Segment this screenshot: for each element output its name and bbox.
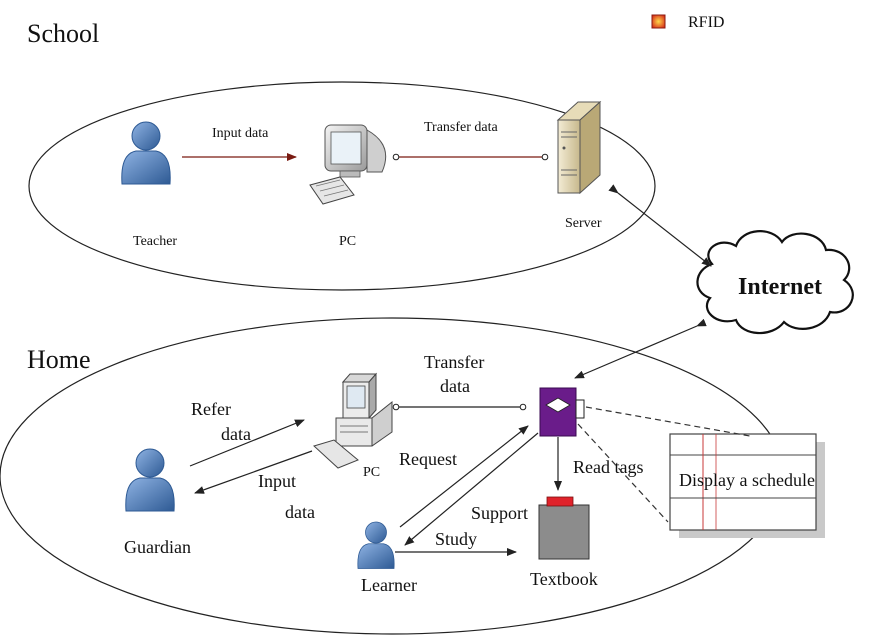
transfer-label-line2: data [440,376,470,396]
textbook-icon [538,496,590,560]
guardian-label: Guardian [124,537,191,557]
home-pc-icon [313,372,393,469]
textbook-label: Textbook [530,569,598,589]
internet-cloud [696,230,854,335]
refer-label-line2: data [221,424,251,444]
guardian-icon [125,448,175,512]
legend: RFID [651,14,724,31]
school-pc-label: PC [339,234,356,249]
rfid-legend-icon [651,14,666,29]
section-title-school: School [27,19,99,48]
transfer-label-line1: Transfer [424,352,484,372]
learner-request-arrow [399,425,529,528]
reader-display-dash-bottom [577,423,669,523]
input-label-line1: Input [258,471,296,491]
teacher-label: Teacher [133,234,177,249]
transfer-data-label: Transfer data [424,120,499,135]
learner-icon [357,521,395,569]
internet-label: Internet [738,274,822,300]
pc-to-guardian-arrow [194,450,313,494]
teacher-icon [121,121,171,185]
read-tags-label: Read tags [573,457,643,477]
learner-label: Learner [361,575,417,595]
server-label: Server [565,216,602,231]
home-pc-label: PC [363,465,380,480]
legend-label: RFID [688,14,724,31]
reader-support-arrow [404,432,539,546]
request-label: Request [399,449,457,469]
reader-display-dash-top [585,406,751,437]
schedule-display [669,433,825,538]
rfid-reader-icon [539,387,585,437]
support-label: Support [471,503,528,523]
schedule-label: Display a schedule [679,470,815,490]
study-label: Study [435,529,477,549]
school-pc-icon [309,124,387,205]
server-internet-link [608,184,712,267]
refer-label-line1: Refer [191,399,231,419]
section-title-home: Home [27,345,91,374]
input-data-label: Input data [212,126,269,141]
server-icon [556,100,602,195]
input-label-line2: data [285,502,315,522]
guardian-to-pc-arrow [189,419,305,467]
